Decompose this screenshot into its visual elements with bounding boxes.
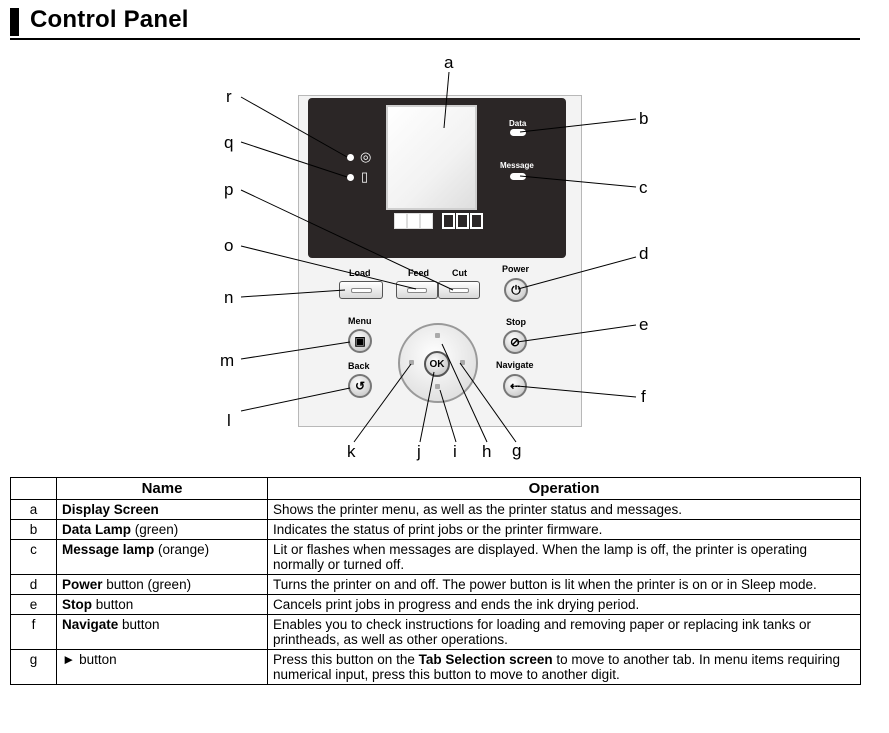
- stop-button-label: Stop: [506, 317, 526, 327]
- row-key: a: [10, 499, 57, 520]
- ink-indicator: [470, 213, 483, 229]
- row-operation: Press this button on the Tab Selection s…: [267, 649, 861, 685]
- message-lamp: [510, 173, 526, 180]
- roll-paper-icon: ◎: [360, 149, 372, 164]
- row-operation: Indicates the status of print jobs or th…: [267, 519, 861, 540]
- row-name: Navigate button: [56, 614, 268, 650]
- row-key: g: [10, 649, 57, 685]
- row-name: Stop button: [56, 594, 268, 615]
- callout-q: q: [224, 133, 234, 152]
- navigate-button-label: Navigate: [496, 360, 534, 370]
- callout-f: f: [641, 387, 646, 406]
- ink-indicator: [442, 213, 455, 229]
- row-key: e: [10, 594, 57, 615]
- row-key: f: [10, 614, 57, 650]
- row-key: d: [10, 574, 57, 595]
- down-button[interactable]: [435, 384, 440, 389]
- table-row: g ► button Press this button on the Tab …: [10, 649, 861, 685]
- control-panel-diagram: Data Message ◎ ▯ Load Feed Cut Power ⏻ M…: [220, 53, 649, 461]
- column-header-key: [10, 477, 57, 500]
- back-button[interactable]: ↺: [348, 374, 372, 398]
- row-name: ► button: [56, 649, 268, 685]
- row-operation: Enables you to check instructions for lo…: [267, 614, 861, 650]
- callout-a: a: [444, 53, 454, 72]
- callout-g: g: [512, 441, 522, 460]
- left-button[interactable]: [409, 360, 414, 365]
- page-title: Control Panel: [30, 6, 189, 33]
- callout-e: e: [639, 315, 649, 334]
- row-name: Message lamp (orange): [56, 539, 268, 575]
- column-header-operation: Operation: [267, 477, 861, 500]
- navigate-button[interactable]: ⇠: [503, 374, 527, 398]
- feed-button-label: Feed: [408, 268, 430, 278]
- stop-button[interactable]: ⊘: [503, 330, 527, 354]
- data-lamp: [510, 129, 526, 136]
- row-operation: Cancels print jobs in progress and ends …: [267, 594, 861, 615]
- power-icon: ⏻: [511, 282, 521, 297]
- cut-button[interactable]: [438, 281, 480, 299]
- back-button-label: Back: [348, 361, 370, 371]
- callout-j: j: [417, 442, 421, 461]
- callout-lines: [240, 71, 637, 443]
- table-row: d Power button (green) Turns the printer…: [10, 574, 861, 595]
- table-row: a Display Screen Shows the printer menu,…: [10, 499, 861, 520]
- callout-b: b: [639, 109, 649, 128]
- row-name: Data Lamp (green): [56, 519, 268, 540]
- table-row: b Data Lamp (green) Indicates the status…: [10, 519, 861, 540]
- callout-r: r: [226, 87, 232, 106]
- callout-l: l: [227, 411, 231, 430]
- table-row: f Navigate button Enables you to check i…: [10, 614, 861, 650]
- table-row: c Message lamp (orange) Lit or flashes w…: [10, 539, 861, 575]
- message-lamp-label: Message: [500, 161, 534, 170]
- right-button[interactable]: [460, 360, 465, 365]
- callout-d: d: [639, 244, 649, 263]
- ink-indicator: [407, 213, 420, 229]
- navigate-icon: ⇠: [509, 379, 521, 393]
- menu-button-label: Menu: [348, 316, 372, 326]
- row-name: Power button (green): [56, 574, 268, 595]
- page-header: Control Panel: [10, 6, 860, 40]
- table-row: e Stop button Cancels print jobs in prog…: [10, 594, 861, 615]
- ok-button[interactable]: OK: [424, 351, 450, 377]
- callout-m: m: [220, 351, 235, 370]
- feed-button[interactable]: [396, 281, 438, 299]
- display-screen: [386, 105, 477, 210]
- row-key: b: [10, 519, 57, 540]
- header-bar: [10, 8, 19, 36]
- back-arrow-icon: ↺: [354, 379, 366, 393]
- callout-i: i: [453, 442, 457, 461]
- row-operation: Turns the printer on and off. The power …: [267, 574, 861, 595]
- menu-button[interactable]: ▣: [348, 329, 372, 353]
- callout-c: c: [639, 178, 648, 197]
- cut-sheet-icon: ▯: [361, 169, 369, 184]
- roll-paper-lamp: [347, 154, 354, 161]
- callout-n: n: [224, 288, 234, 307]
- stop-icon: ⊘: [509, 335, 521, 349]
- ink-indicator: [394, 213, 407, 229]
- control-panel-table: Name Operation a Display Screen Shows th…: [10, 477, 861, 685]
- menu-icon: ▣: [354, 334, 366, 348]
- cut-button-label: Cut: [452, 268, 467, 278]
- ink-indicator: [456, 213, 469, 229]
- load-button-label: Load: [349, 268, 371, 278]
- row-operation: Lit or flashes when messages are display…: [267, 539, 861, 575]
- table-header-row: Name Operation: [10, 477, 861, 500]
- cut-sheet-lamp: [347, 174, 354, 181]
- ink-indicator: [420, 213, 433, 229]
- load-button[interactable]: [339, 281, 383, 299]
- callout-p: p: [224, 180, 234, 199]
- row-name: Display Screen: [56, 499, 268, 520]
- power-button[interactable]: ⏻: [504, 278, 528, 302]
- row-key: c: [10, 539, 57, 575]
- up-button[interactable]: [435, 333, 440, 338]
- callout-h: h: [482, 442, 492, 461]
- callout-k: k: [347, 442, 356, 461]
- row-operation: Shows the printer menu, as well as the p…: [267, 499, 861, 520]
- data-lamp-label: Data: [509, 119, 527, 128]
- callout-o: o: [224, 236, 234, 255]
- column-header-name: Name: [56, 477, 268, 500]
- power-button-label: Power: [502, 264, 530, 274]
